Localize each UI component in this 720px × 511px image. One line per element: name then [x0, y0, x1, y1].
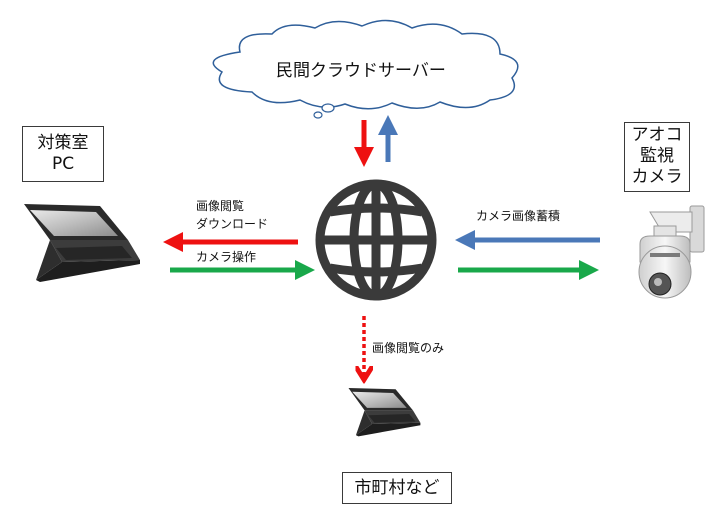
- pc-label-box: 対策室 PC: [22, 126, 104, 182]
- municipality-label: 市町村など: [354, 478, 440, 498]
- globe-icon: [315, 179, 437, 301]
- camera-label-line2: 監視: [640, 146, 674, 166]
- laptop-icon: [348, 388, 421, 437]
- camera-label-line3: カメラ: [631, 167, 683, 187]
- edge-label-camera-control: カメラ操作: [196, 250, 257, 264]
- edge-label-view-only: 画像閲覧のみ: [372, 341, 445, 355]
- municipality-label-box: 市町村など: [342, 472, 452, 504]
- edge-label-download-line1: 画像閲覧: [196, 199, 245, 213]
- camera-label-box: アオコ 監視 カメラ: [624, 122, 690, 192]
- camera-label-line1: アオコ: [631, 125, 683, 145]
- cloud-icon: [212, 19, 519, 119]
- edge-label-download-line2: ダウンロード: [196, 217, 269, 231]
- laptop-icon: [24, 204, 140, 282]
- cloud-label: 民間クラウドサーバー: [276, 61, 446, 81]
- pc-label-line2: PC: [51, 154, 75, 174]
- security-camera-icon: [638, 205, 705, 299]
- pc-label-line1: 対策室: [37, 133, 89, 153]
- edge-label-camera-store: カメラ画像蓄積: [476, 209, 561, 223]
